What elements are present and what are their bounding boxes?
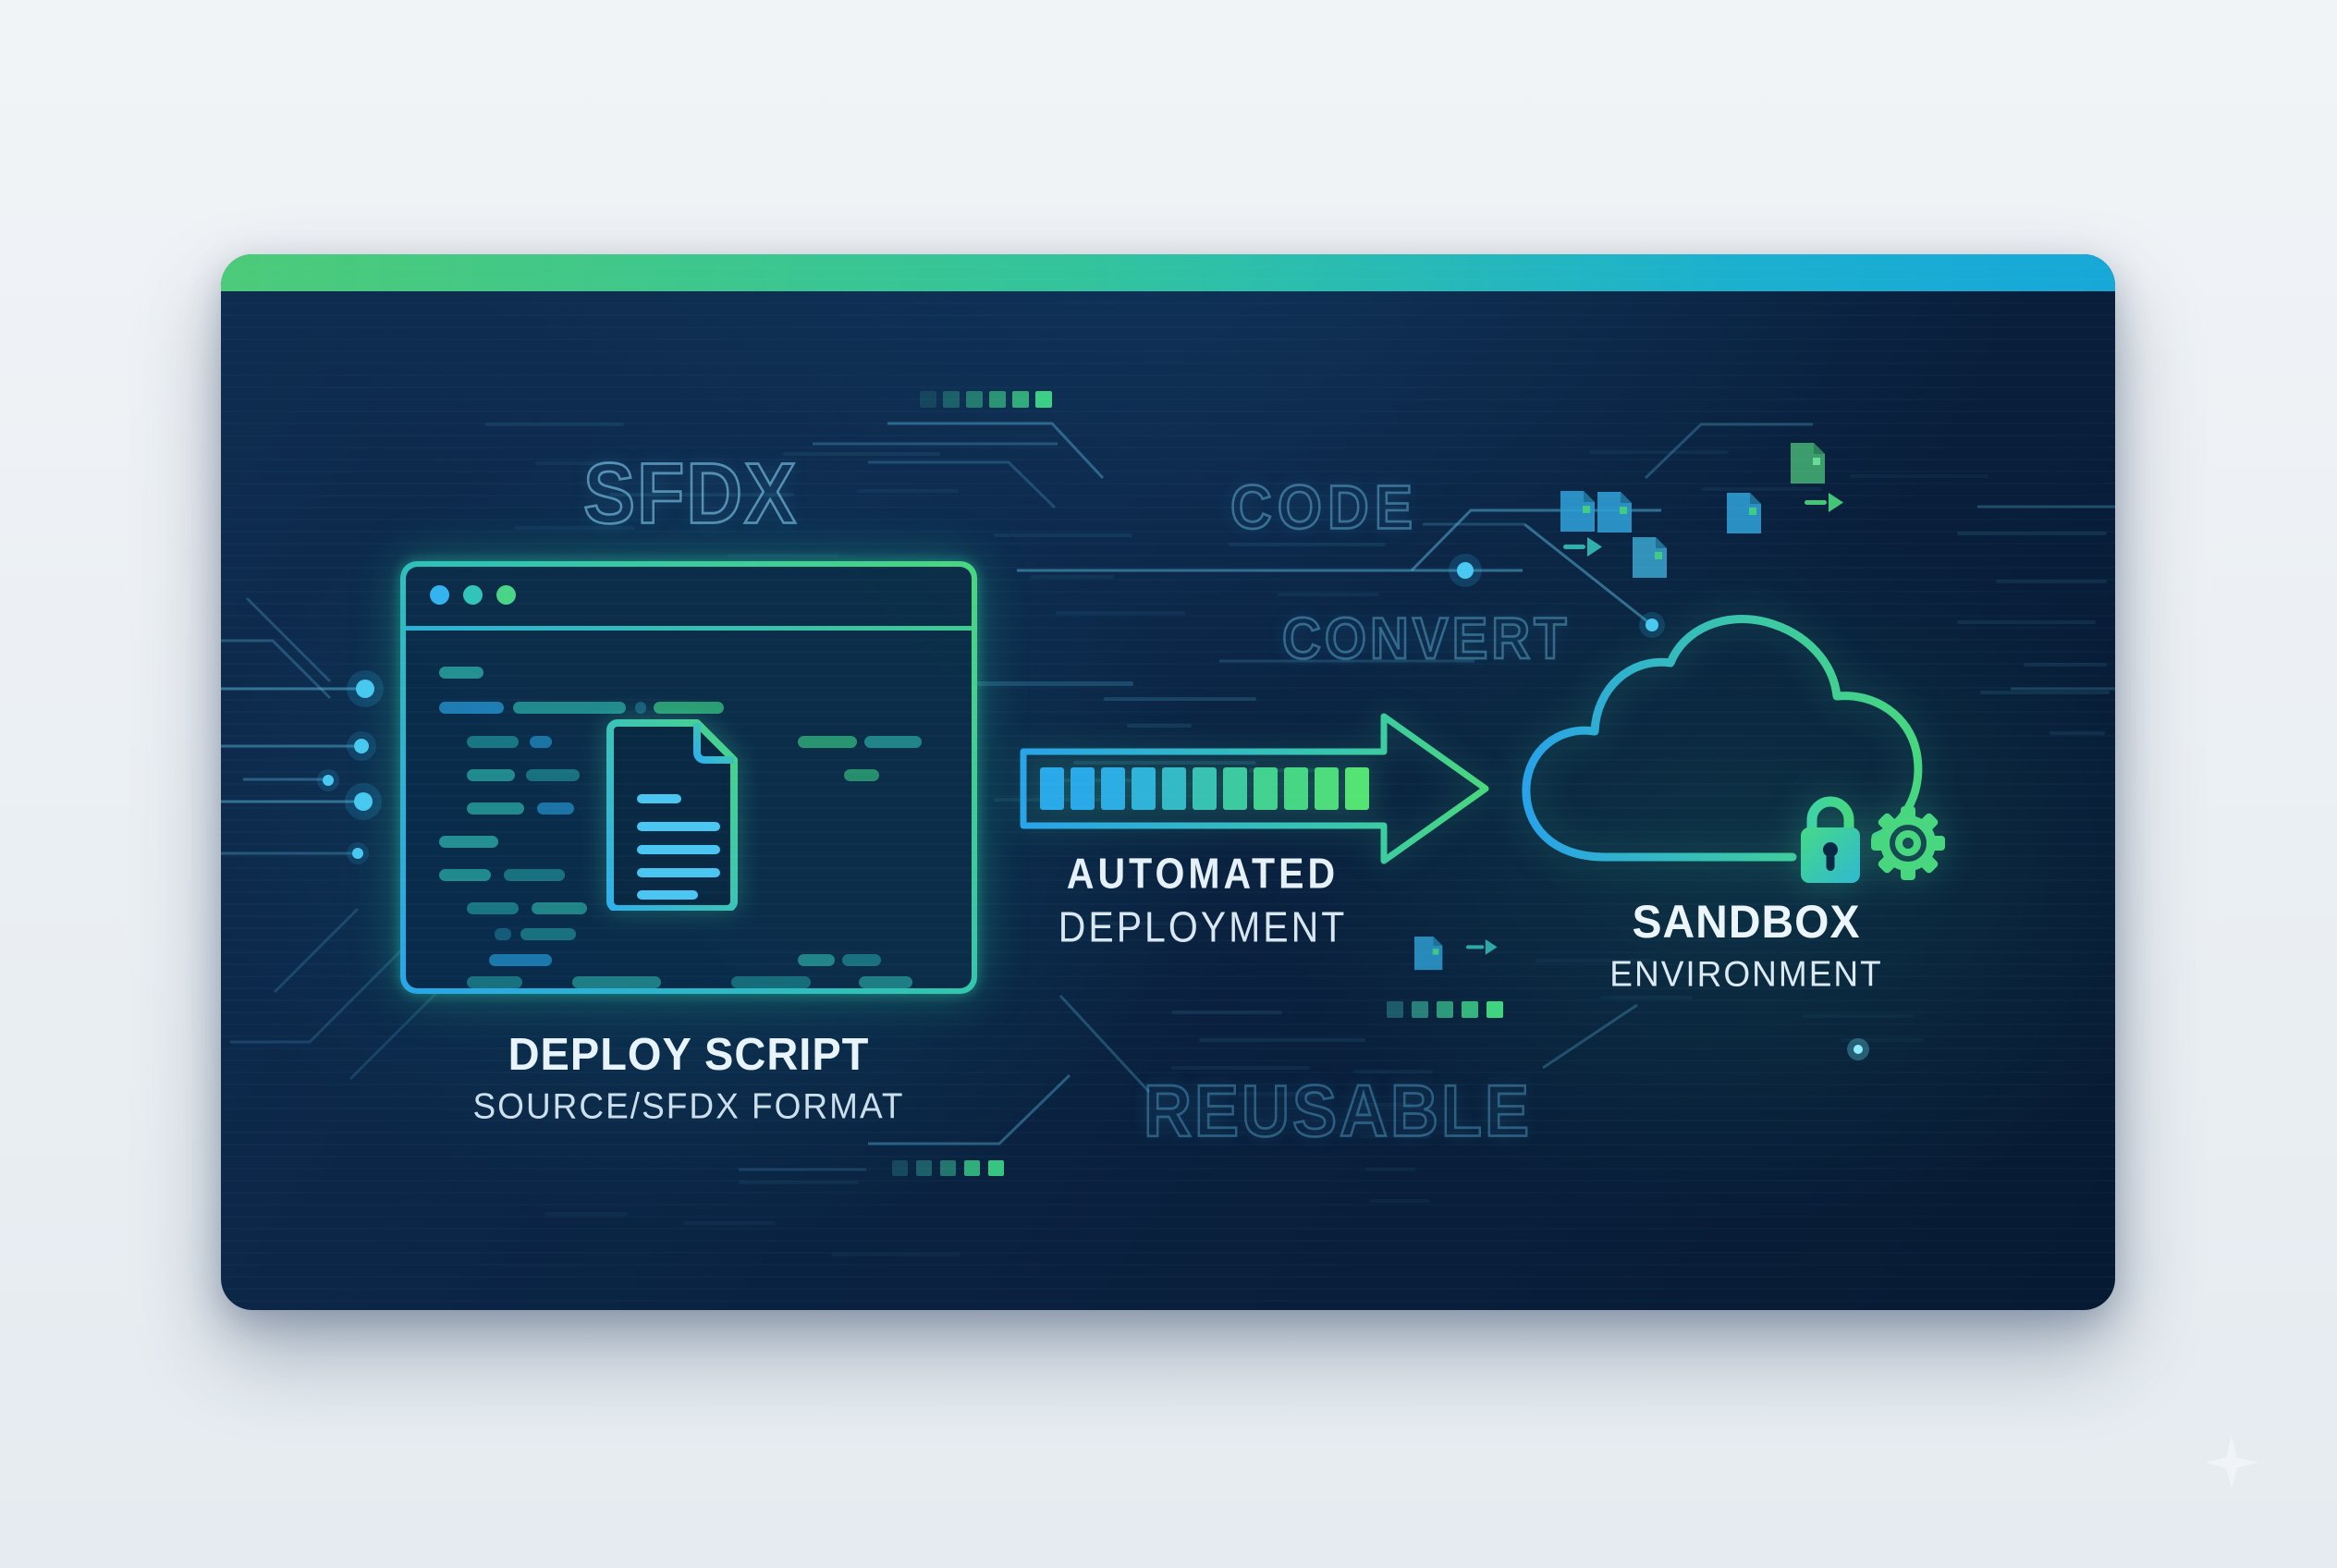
window-control-dot [496, 585, 516, 605]
bg-word-sfdx: SFDX [582, 445, 799, 543]
illustration-card: SFDX CODE CONVERT REUSABLE [221, 254, 2115, 1310]
deployment-label: DEPLOYMENT [1058, 903, 1348, 951]
sandbox-label-block: SANDBOX ENVIRONMENT [1515, 896, 1977, 995]
sandbox-title: SANDBOX [1632, 897, 1861, 949]
pixel-squares [892, 391, 1503, 1176]
sandbox-subtitle: ENVIRONMENT [1609, 954, 1883, 995]
window-control-dot [463, 585, 483, 605]
bg-word-reusable: REUSABLE [1143, 1070, 1533, 1154]
cloud-icon [1522, 615, 1945, 883]
transfer-arrow-icon [1466, 493, 1843, 955]
circuit-decoration-layer [221, 391, 2115, 1256]
progress-arrow-icon [1020, 713, 1489, 864]
sparkle-icon [2204, 1435, 2259, 1490]
deploy-script-subtitle: SOURCE/SFDX FORMAT [472, 1086, 905, 1127]
deploy-script-label-block: DEPLOY SCRIPT SOURCE/SFDX FORMAT [400, 1027, 977, 1127]
window-controls [430, 585, 516, 605]
node-dot [317, 554, 1869, 1060]
gear-icon [1871, 806, 1945, 880]
document-icon [606, 719, 738, 911]
card-top-accent-bar [221, 254, 2115, 291]
progress-bar [1040, 767, 1369, 810]
code-lines [439, 667, 922, 988]
file-icon [1414, 443, 1825, 971]
bg-word-code: CODE [1230, 472, 1419, 544]
deploy-script-title: DEPLOY SCRIPT [508, 1028, 870, 1080]
scanline-dashes [485, 423, 2110, 1256]
window-control-dot [430, 585, 449, 605]
automated-label: AUTOMATED [1066, 850, 1340, 898]
automated-deployment-label-block: AUTOMATED DEPLOYMENT [972, 850, 1434, 951]
window-titlebar-divider [406, 626, 972, 631]
bg-word-convert: CONVERT [1281, 606, 1571, 673]
lock-icon [1801, 796, 1860, 883]
